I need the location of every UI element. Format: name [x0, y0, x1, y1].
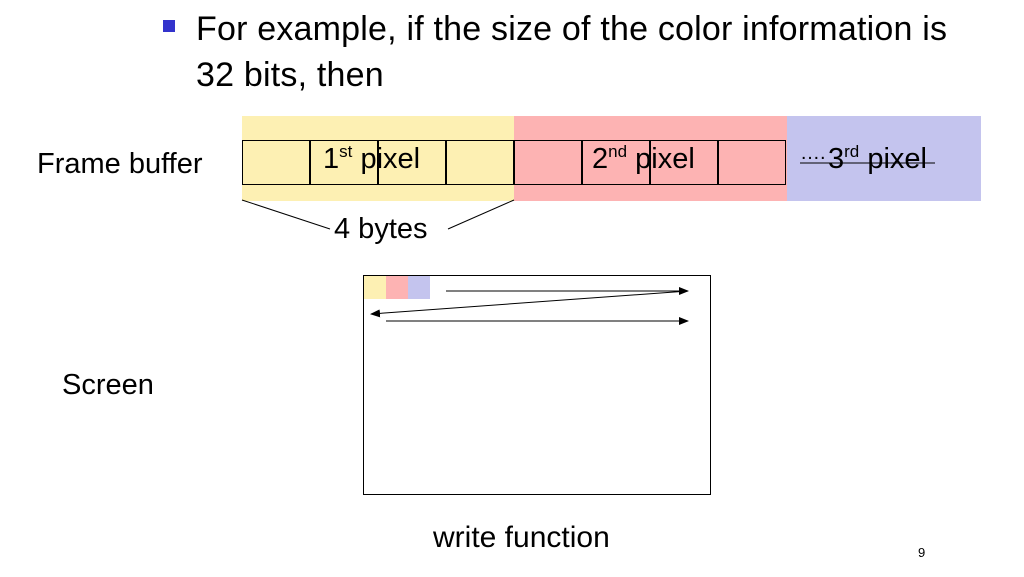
write-function-caption: write function — [433, 521, 610, 554]
screen-pixel-3 — [408, 276, 430, 299]
screen-label: Screen — [62, 369, 154, 401]
scan-return-arrow — [370, 290, 689, 318]
screen-pixel-2 — [386, 276, 408, 299]
pixel-1-byte-4 — [446, 140, 514, 185]
pixel-2-byte-2 — [582, 140, 650, 185]
pixel-1-byte-2 — [310, 140, 378, 185]
pixel-3-label: ….3rd pixel — [800, 142, 927, 175]
byte-brace-right — [447, 199, 515, 230]
bullet-square-icon — [163, 20, 175, 32]
pixel-1-byte-3 — [378, 140, 446, 185]
screen-box — [363, 275, 711, 495]
pixel-2-byte-1 — [514, 140, 582, 185]
page-number: 9 — [918, 545, 926, 560]
pixel-1-label: 1st pixel — [323, 142, 421, 175]
pixel-2-byte-3 — [650, 140, 718, 185]
frame-buffer-label: Frame buffer — [37, 148, 203, 180]
pixel-1-byte-1 — [242, 140, 310, 185]
byte-brace-left — [241, 199, 331, 230]
pixel-3-band — [787, 116, 981, 201]
bullet-text: For example, if the size of the color in… — [196, 10, 948, 94]
pixel-2-label: 2nd pixel — [592, 142, 695, 175]
screen-pixel-1 — [364, 276, 386, 299]
pixel-2-byte-4 — [718, 140, 786, 185]
bytes-label: 4 bytes — [334, 213, 428, 245]
